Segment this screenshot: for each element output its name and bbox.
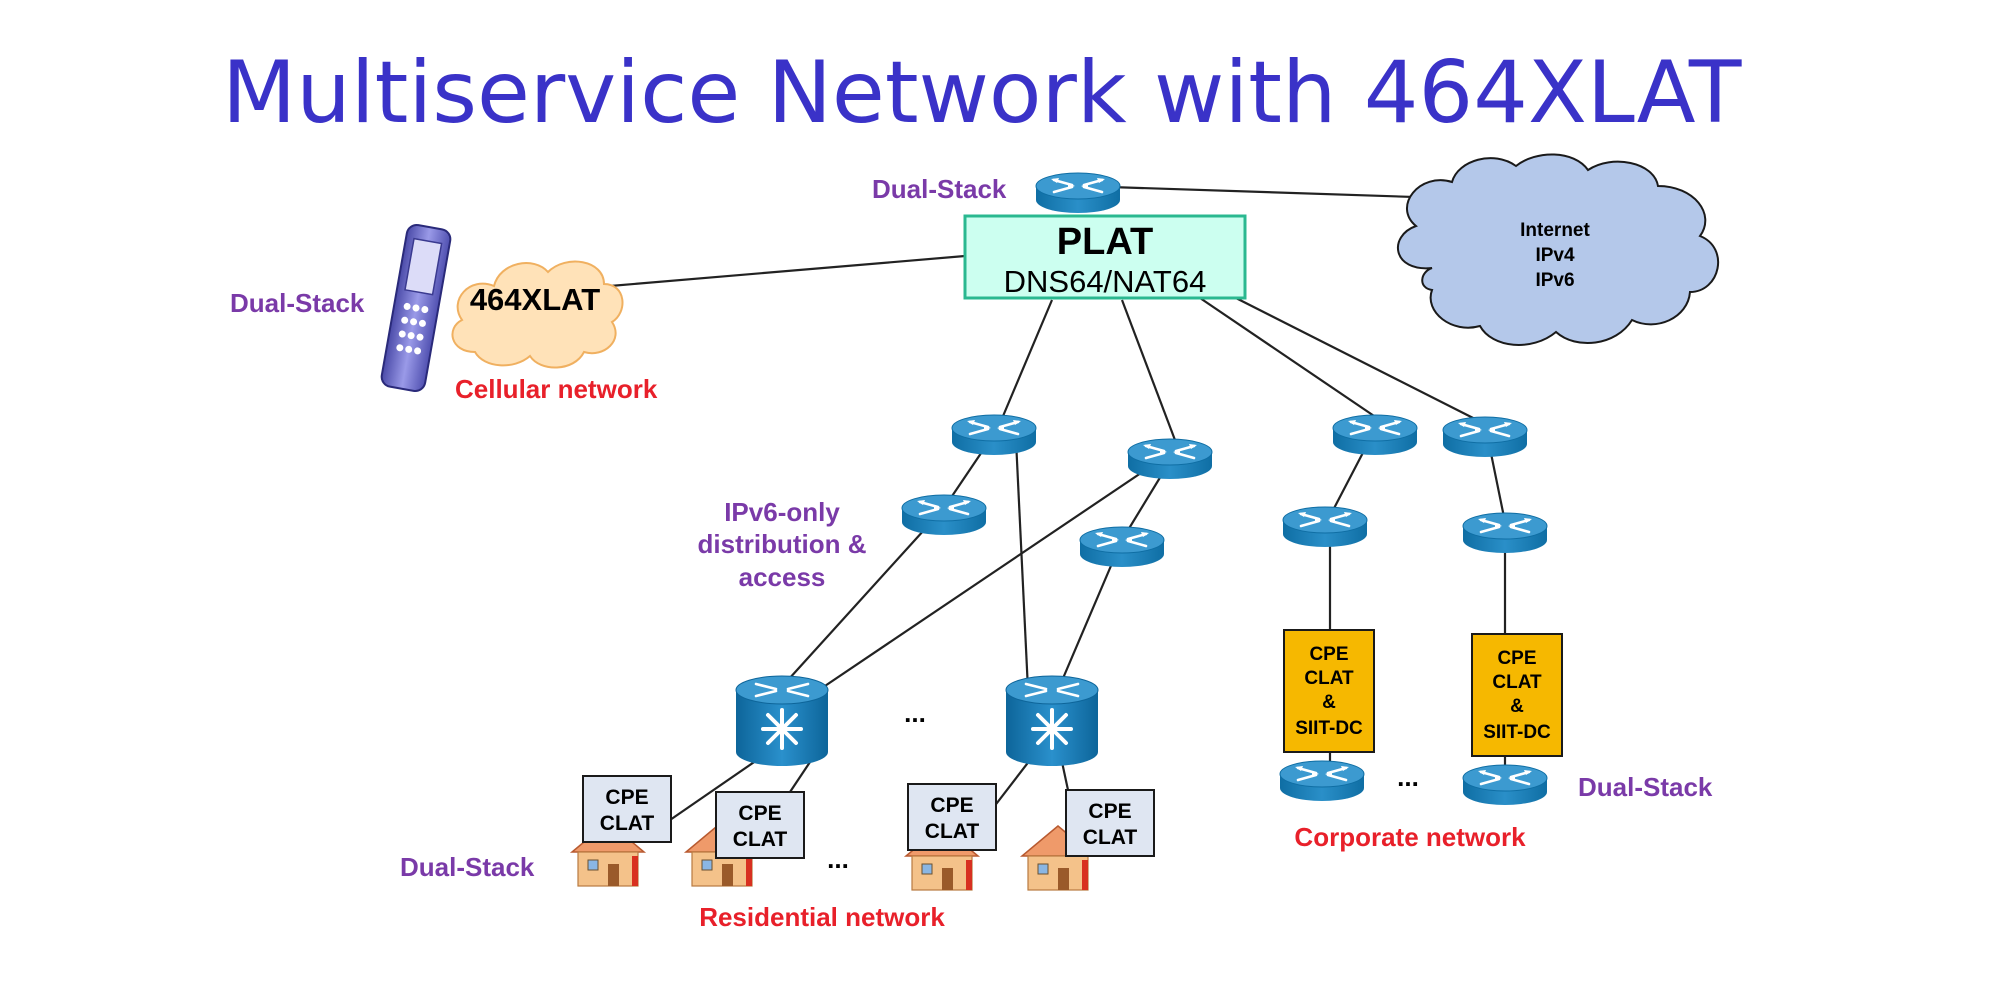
switch-icon bbox=[1004, 674, 1100, 768]
router-icon bbox=[1441, 415, 1529, 459]
corp-line-amp: & bbox=[1322, 692, 1336, 713]
xlat-bubble bbox=[451, 260, 624, 369]
ipv6-only-label-line1: IPv6-only bbox=[724, 497, 840, 527]
corporate-cpe-box: CPE CLAT & SIIT-DC bbox=[1471, 633, 1563, 757]
cpe-line-clat: CLAT bbox=[925, 820, 980, 843]
corp-line-cpe: CPE bbox=[1309, 644, 1348, 665]
switch-ellipsis: ... bbox=[904, 698, 926, 728]
router-icon bbox=[1126, 437, 1214, 481]
cloud-line-ipv6: IPv6 bbox=[1535, 270, 1574, 291]
cpe-line-cpe: CPE bbox=[738, 802, 781, 825]
cellular-network-label: Cellular network bbox=[455, 374, 658, 404]
residential-cpe-box: CPE CLAT bbox=[582, 775, 672, 843]
router-icon bbox=[1461, 511, 1549, 555]
ipv6-only-label-line2: distribution & bbox=[698, 529, 867, 559]
top-router-stack-label: Dual-Stack bbox=[872, 174, 1007, 204]
cloud-line-internet: Internet bbox=[1520, 220, 1590, 241]
corporate-cpe-box: CPE CLAT & SIIT-DC bbox=[1283, 629, 1375, 753]
residential-cpe-box: CPE CLAT bbox=[1065, 789, 1155, 857]
top-router-icon bbox=[1034, 171, 1122, 215]
corp-line-cpe: CPE bbox=[1497, 648, 1536, 669]
ipv6-only-label-line3: access bbox=[739, 562, 826, 592]
residential-cpe-box: CPE CLAT bbox=[907, 783, 997, 851]
router-icon bbox=[1281, 505, 1369, 549]
residential-stack-label: Dual-Stack bbox=[400, 852, 535, 882]
corp-line-clat: CLAT bbox=[1492, 672, 1542, 693]
router-icon bbox=[900, 493, 988, 537]
mobile-phone-icon bbox=[380, 224, 452, 392]
corp-line-amp: & bbox=[1510, 696, 1524, 717]
cpe-line-cpe: CPE bbox=[930, 794, 973, 817]
cellular-group: 464XLAT Dual-Stack Cellular network bbox=[230, 224, 658, 404]
switch-icon bbox=[734, 674, 830, 768]
page-title: Multiservice Network with 464XLAT bbox=[222, 43, 1742, 143]
router-icon bbox=[1078, 525, 1166, 569]
corp-line-siit: SIIT-DC bbox=[1295, 718, 1363, 739]
cpe-line-clat: CLAT bbox=[1083, 826, 1138, 849]
internet-cloud: Internet IPv4 IPv6 bbox=[1397, 153, 1719, 346]
corp-line-clat: CLAT bbox=[1304, 668, 1354, 689]
corporate-ellipsis: ... bbox=[1397, 762, 1419, 792]
cellular-stack-label: Dual-Stack bbox=[230, 288, 365, 318]
router-icon bbox=[1331, 413, 1419, 457]
corporate-network-label: Corporate network bbox=[1294, 822, 1526, 852]
cpe-line-cpe: CPE bbox=[605, 786, 648, 809]
corporate-stack-label: Dual-Stack bbox=[1578, 772, 1713, 802]
residential-network-label: Residential network bbox=[699, 902, 945, 932]
plat-title: PLAT bbox=[1057, 221, 1153, 263]
plat-box: PLAT DNS64/NAT64 bbox=[963, 214, 1247, 300]
cpe-line-clat: CLAT bbox=[733, 828, 788, 851]
cpe-line-clat: CLAT bbox=[600, 812, 655, 835]
plat-subtitle: DNS64/NAT64 bbox=[1004, 264, 1207, 299]
corporate-router-icon bbox=[1461, 763, 1549, 807]
xlat-bubble-label: 464XLAT bbox=[470, 282, 600, 317]
homes-ellipsis: ... bbox=[827, 844, 849, 874]
cloud-line-ipv4: IPv4 bbox=[1535, 245, 1575, 266]
router-icon bbox=[950, 413, 1038, 457]
corp-line-siit: SIIT-DC bbox=[1483, 722, 1551, 743]
cpe-line-cpe: CPE bbox=[1088, 800, 1131, 823]
residential-cpe-box: CPE CLAT bbox=[715, 791, 805, 859]
corporate-router-icon bbox=[1278, 759, 1366, 803]
